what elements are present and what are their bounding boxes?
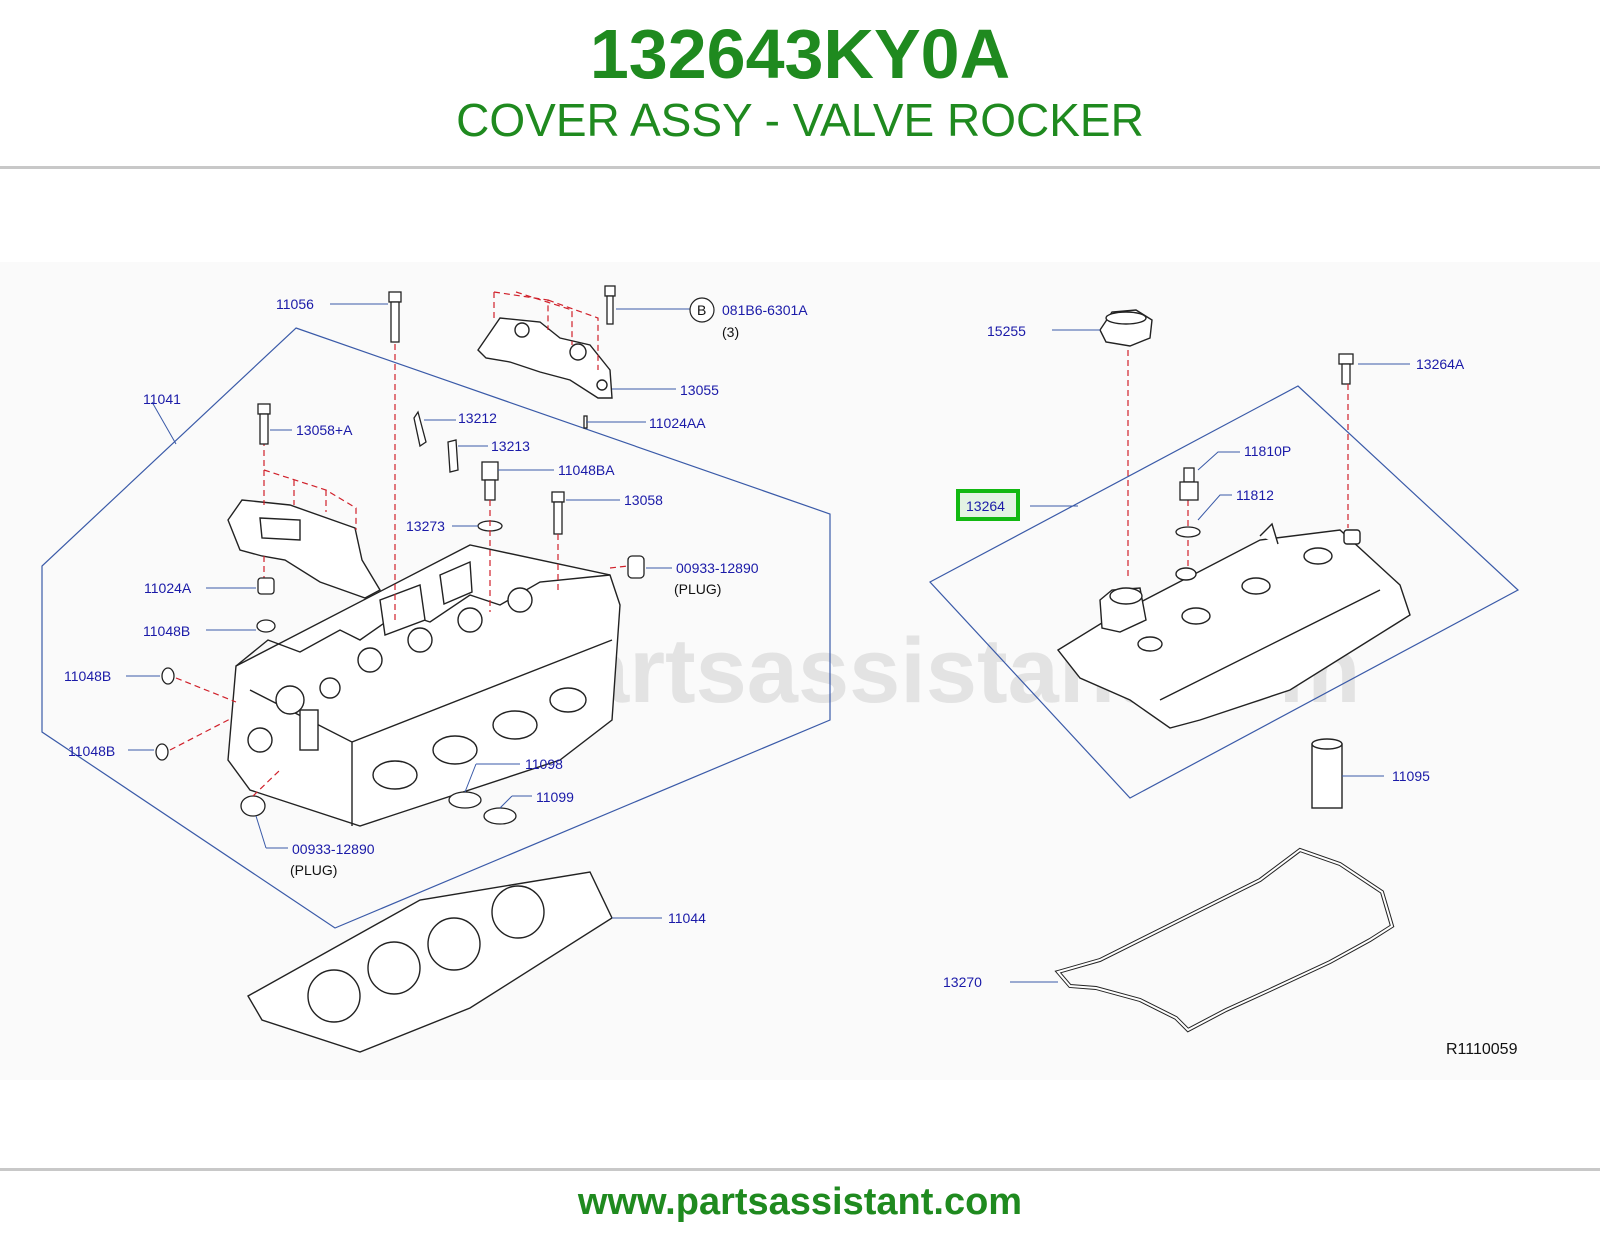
- label-13212[interactable]: 13212: [458, 410, 497, 426]
- bracket-dash-lines: [493, 291, 599, 370]
- callout-b-letter: B: [697, 302, 706, 318]
- label-081b6-qty: (3): [722, 324, 739, 340]
- label-11044[interactable]: 11044: [668, 910, 706, 926]
- label-11048ba[interactable]: 11048BA: [558, 462, 615, 478]
- label-11041[interactable]: 11041: [143, 391, 181, 407]
- part-number-title: 132643KY0A: [589, 15, 1011, 93]
- label-11024a[interactable]: 11024A: [144, 580, 192, 596]
- cover-dash-lines: [1127, 340, 1349, 580]
- front-plate-drawing: [227, 499, 381, 599]
- cylinder-head-group-frame: [41, 327, 831, 929]
- pcv-valve-drawing: [1175, 467, 1201, 538]
- oil-filler-cap-drawing: [1099, 309, 1153, 347]
- valve-rocker-cover-drawing: [1056, 522, 1411, 729]
- callout-b: B: [689, 297, 715, 323]
- label-13055[interactable]: 13055: [680, 382, 719, 398]
- label-11048b-2[interactable]: 11048B: [64, 668, 111, 684]
- label-13264[interactable]: 13264: [966, 498, 1005, 514]
- label-00933-12890-bottom[interactable]: 00933-12890: [292, 841, 375, 857]
- header-divider: [0, 166, 1600, 169]
- cylinder-head-drawing: [227, 544, 621, 827]
- rocker-cover-group-frame: [929, 385, 1520, 799]
- label-11048b-3[interactable]: 11048B: [68, 743, 115, 759]
- label-11099[interactable]: 11099: [536, 789, 574, 805]
- label-11810p[interactable]: 11810P: [1244, 443, 1291, 459]
- label-13213[interactable]: 13213: [491, 438, 530, 454]
- bolt-dash-lines: [169, 344, 629, 797]
- label-11024aa[interactable]: 11024AA: [649, 415, 706, 431]
- rocker-cover-gasket-drawing: [1054, 847, 1395, 1033]
- footer-website-link[interactable]: www.partsassistant.com: [577, 1181, 1023, 1223]
- camshaft-bracket-drawing: [477, 317, 613, 399]
- label-13058[interactable]: 13058: [624, 492, 663, 508]
- label-15255[interactable]: 15255: [987, 323, 1026, 339]
- label-11048b-1[interactable]: 11048B: [143, 623, 190, 639]
- head-gasket-drawing: [247, 871, 613, 1053]
- label-13264a[interactable]: 13264A: [1416, 356, 1465, 372]
- tube-drawing: [1311, 738, 1343, 809]
- footer-divider: [0, 1168, 1600, 1171]
- label-13270[interactable]: 13270: [943, 974, 982, 990]
- label-11812[interactable]: 11812: [1236, 487, 1274, 503]
- label-plug-top: (PLUG): [674, 581, 721, 597]
- front-plate-dash-lines: [263, 440, 357, 578]
- label-11095[interactable]: 11095: [1392, 768, 1430, 784]
- bolts: [155, 285, 1354, 825]
- highlighted-part-box: [956, 489, 1020, 521]
- label-11056[interactable]: 11056: [276, 296, 314, 312]
- reference-code: R1110059: [1446, 1041, 1518, 1058]
- part-description: COVER ASSY - VALVE ROCKER: [456, 94, 1144, 146]
- label-plug-bottom: (PLUG): [290, 862, 337, 878]
- label-081b6-6301a[interactable]: 081B6-6301A: [722, 302, 808, 318]
- label-13058a[interactable]: 13058+A: [296, 422, 353, 438]
- label-11098[interactable]: 11098: [525, 756, 563, 772]
- leader-lines: [126, 303, 1410, 983]
- label-00933-12890-top[interactable]: 00933-12890: [676, 560, 759, 576]
- label-13273[interactable]: 13273: [406, 518, 445, 534]
